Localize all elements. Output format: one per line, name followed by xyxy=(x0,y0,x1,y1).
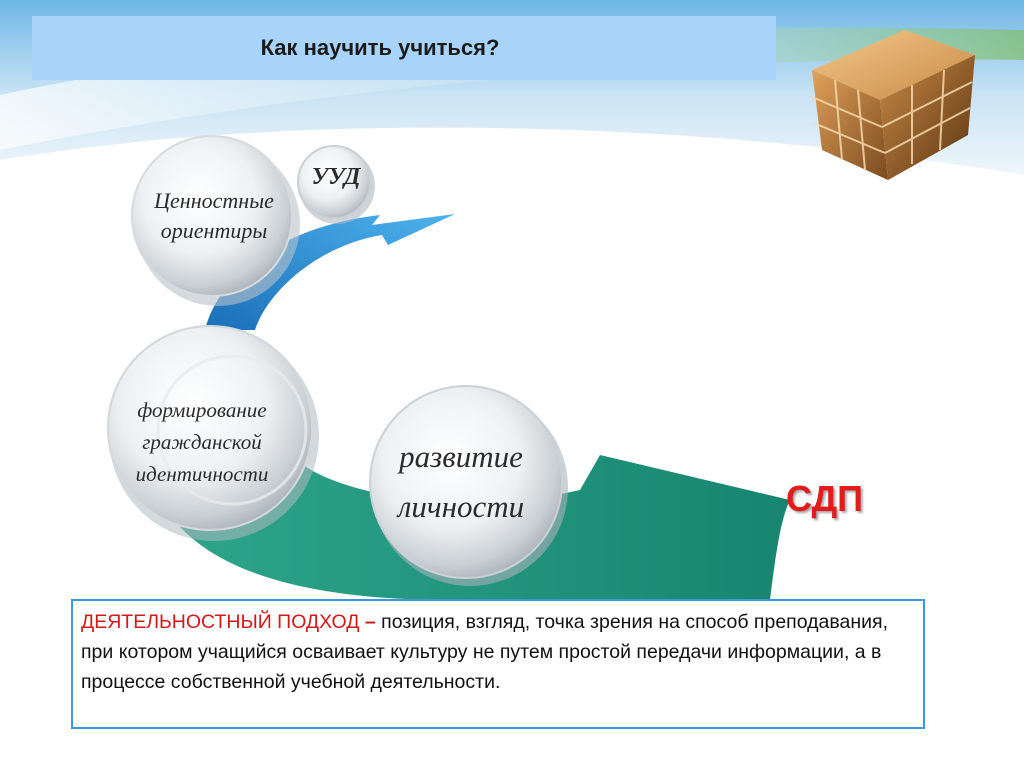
bubble-values-line2: ориентиры xyxy=(160,218,268,243)
uud-badge-label: УУД xyxy=(311,164,361,190)
bubble-identity-line1: формирование xyxy=(137,398,267,422)
definition-box: ДЕЯТЕЛЬНОСТНЫЙ ПОДХОД – позиция, взгляд,… xyxy=(71,599,925,729)
arrow-label-sdp: СДП xyxy=(786,478,864,519)
bubble-identity-line2: гражданской xyxy=(142,430,262,454)
bubble-values-line1: Ценностные xyxy=(154,188,274,213)
sphere-uud-badge xyxy=(297,145,375,224)
definition-dash: – xyxy=(364,611,376,633)
bubble-identity-line3: идентичности xyxy=(135,462,269,486)
sphere-personality xyxy=(369,385,568,586)
bubble-personality-line2: личности xyxy=(397,489,525,524)
bubble-identity-text: формирование гражданской идентичности xyxy=(104,394,300,490)
bubble-personality-text: развитие личности xyxy=(376,432,546,532)
sphere-identity xyxy=(107,325,319,541)
title-bar: Как научить учиться? xyxy=(32,16,776,80)
sphere-values xyxy=(131,135,300,306)
slide-title: Как научить учиться? xyxy=(260,35,500,60)
bubble-personality-line1: развитие xyxy=(399,439,523,474)
cube-decoration xyxy=(811,30,975,180)
blue-curved-arrow xyxy=(205,214,455,330)
bubble-values-text: Ценностные ориентиры xyxy=(132,186,296,246)
definition-text: позиция, взгляд, точка зрения на способ … xyxy=(81,611,888,693)
definition-term: ДЕЯТЕЛЬНОСТНЫЙ ПОДХОД xyxy=(81,611,360,633)
